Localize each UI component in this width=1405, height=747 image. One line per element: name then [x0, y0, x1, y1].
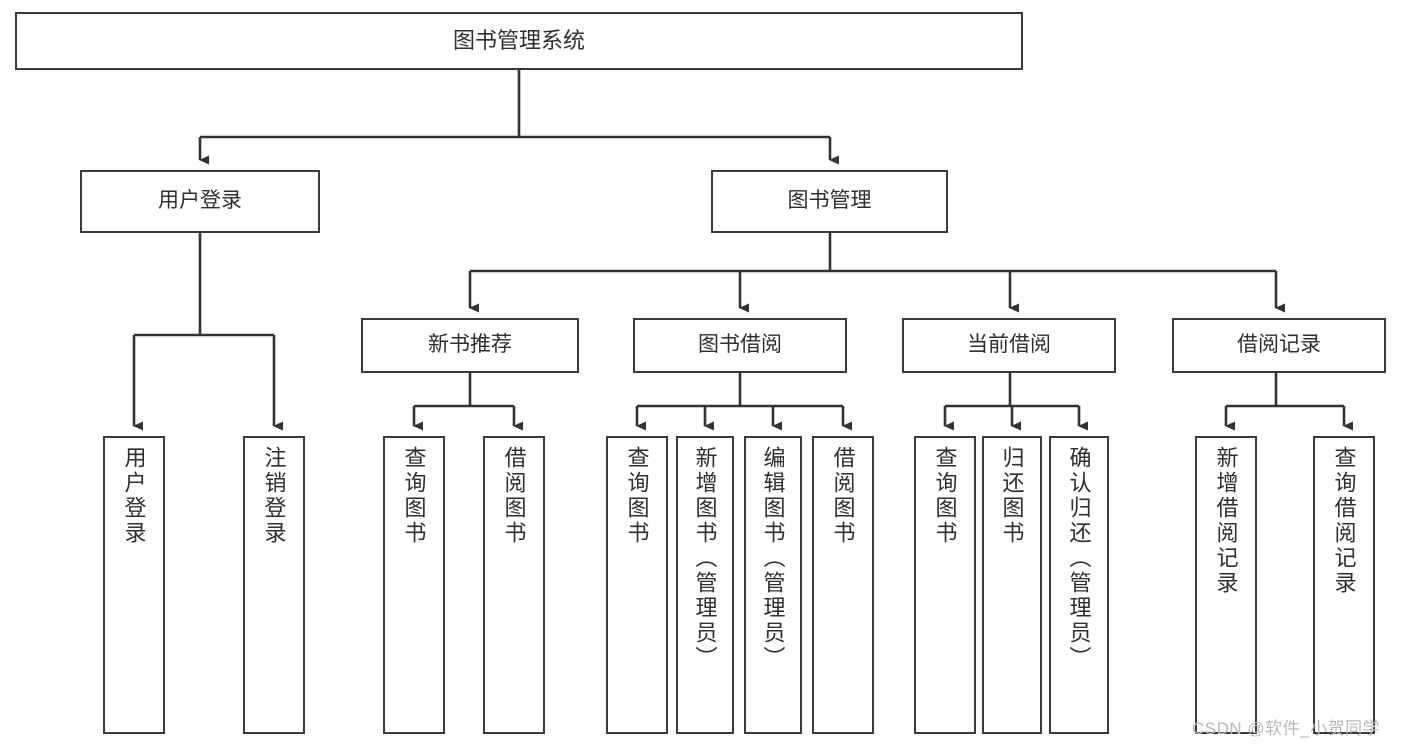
node-leaf-user-login-1[interactable]: 注销登录 — [243, 436, 305, 734]
node-label: 图书借阅 — [698, 333, 782, 357]
node-label: 用户登录 — [158, 189, 242, 213]
node-label: 查询图书 — [932, 446, 958, 546]
node-label: 归还图书 — [999, 446, 1025, 546]
node-leaf-new-book-0[interactable]: 查询图书 — [383, 436, 445, 734]
node-label: 图书管理 — [787, 189, 872, 213]
node-new-book-recommend[interactable]: 新书推荐 — [361, 318, 579, 373]
node-book-management[interactable]: 图书管理 — [711, 170, 948, 233]
node-leaf-new-book-1[interactable]: 借阅图书 — [483, 436, 545, 734]
node-label: 新增借阅记录 — [1213, 446, 1239, 596]
node-label: 注销登录 — [261, 446, 287, 546]
node-leaf-borrow-record-0[interactable]: 新增借阅记录 — [1195, 436, 1257, 734]
csdn-watermark: CSDN @软件_小贺同学 — [1192, 719, 1381, 738]
node-leaf-book-borrow-2[interactable]: 编辑图书（管理员） — [744, 436, 802, 734]
node-label: 新书推荐 — [428, 333, 512, 357]
node-label: 确认归还（管理员） — [1066, 446, 1092, 671]
node-label: 编辑图书（管理员） — [760, 446, 786, 671]
node-book-borrow[interactable]: 图书借阅 — [633, 318, 847, 373]
node-label: 借阅图书 — [830, 446, 856, 546]
node-label: 新增图书（管理员） — [692, 446, 718, 671]
node-label: 当前借阅 — [967, 333, 1051, 357]
node-leaf-current-borrow-2[interactable]: 确认归还（管理员） — [1049, 436, 1109, 734]
node-label: 查询图书 — [401, 446, 427, 546]
node-leaf-current-borrow-0[interactable]: 查询图书 — [914, 436, 976, 734]
node-label: 查询图书 — [624, 446, 650, 546]
node-label: 借阅图书 — [501, 446, 527, 546]
node-leaf-book-borrow-1[interactable]: 新增图书（管理员） — [676, 436, 734, 734]
node-leaf-user-login-0[interactable]: 用户登录 — [103, 436, 165, 734]
node-leaf-borrow-record-1[interactable]: 查询借阅记录 — [1313, 436, 1375, 734]
node-leaf-book-borrow-3[interactable]: 借阅图书 — [812, 436, 874, 734]
node-leaf-book-borrow-0[interactable]: 查询图书 — [606, 436, 668, 734]
node-label: 借阅记录 — [1237, 333, 1321, 357]
node-user-login[interactable]: 用户登录 — [80, 170, 320, 233]
node-label: 用户登录 — [121, 446, 147, 546]
node-current-borrow[interactable]: 当前借阅 — [902, 318, 1116, 373]
node-leaf-current-borrow-1[interactable]: 归还图书 — [982, 436, 1042, 734]
node-label: 查询借阅记录 — [1331, 446, 1357, 596]
node-root-system[interactable]: 图书管理系统 — [15, 12, 1023, 70]
node-label: 图书管理系统 — [452, 27, 585, 53]
node-borrow-record[interactable]: 借阅记录 — [1172, 318, 1386, 373]
